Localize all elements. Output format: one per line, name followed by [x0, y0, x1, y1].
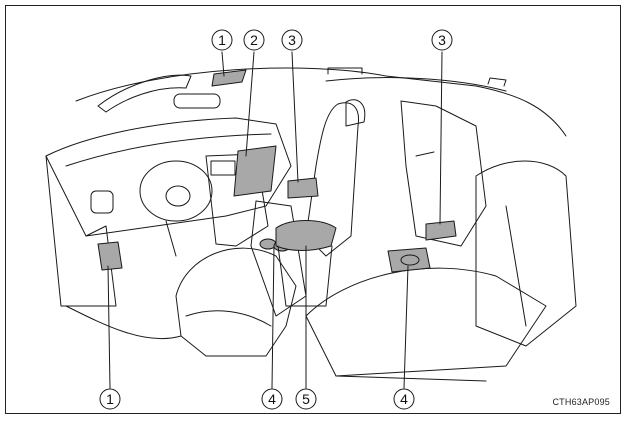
leader-1-bottom [107, 265, 111, 389]
callout-circle-1-top [211, 29, 233, 51]
floor-front [65, 305, 182, 340]
driver-seat-cushion-line [185, 310, 272, 327]
callout-label-1-bottom: 1 [106, 391, 114, 407]
diagram-frame: 1 2 3 3 1 4 5 4 CTH63AP095 [5, 5, 621, 414]
seatback-pocket-rear [425, 220, 457, 241]
console-box [275, 220, 337, 251]
rear-door-panel [400, 100, 487, 247]
callout-circle-4-left [261, 388, 283, 410]
center-display [210, 160, 236, 176]
callout-circle-1-bottom [99, 388, 121, 410]
steering-hub [165, 185, 191, 207]
callout-label-3-right: 3 [438, 32, 446, 48]
front-passenger-headrest [345, 99, 366, 127]
rear-door-handle [415, 151, 435, 157]
rear-seat-cushion [305, 267, 547, 377]
callout-label-3-center: 3 [288, 32, 296, 48]
callout-label-1-top: 1 [218, 32, 226, 48]
dashboard [45, 117, 292, 237]
callout-circle-3-right [431, 29, 453, 51]
rear-roof-rail [325, 77, 507, 92]
leader-1-top [221, 51, 225, 77]
left-vent [90, 190, 114, 214]
driver-seat-back [250, 200, 307, 317]
callout-label-5-bottom: 5 [302, 391, 310, 407]
front-driver-seat [175, 247, 297, 357]
leader-4-right [403, 265, 409, 389]
rear-view-mirror [173, 93, 221, 109]
steering-column [165, 220, 177, 257]
overhead-console [211, 69, 247, 87]
grab-handle-right [487, 77, 507, 87]
rear-seat-divider [505, 205, 527, 327]
callout-circle-2-top [243, 29, 265, 51]
callout-circle-3-center [281, 29, 303, 51]
callout-circle-5-bottom [295, 388, 317, 410]
dashboard-upper-line [65, 133, 272, 167]
figure-code: CTH63AP095 [552, 397, 610, 407]
windshield-outline [75, 67, 567, 137]
callout-label-4-left: 4 [268, 391, 276, 407]
rear-seat-back [475, 160, 577, 347]
callout-label-2-top: 2 [250, 32, 258, 48]
glove-box [233, 145, 277, 197]
leader-3-right [439, 51, 443, 225]
seatback-pocket-front [287, 177, 319, 199]
floor-rear [335, 375, 487, 382]
callout-label-4-right: 4 [400, 391, 408, 407]
rear-cup-ring [400, 254, 420, 266]
leader-2-top [245, 51, 255, 157]
car-interior-illustration: 1 2 3 3 1 4 5 4 [45, 29, 577, 410]
left-door-panel [45, 155, 117, 307]
leader-4-left [271, 245, 275, 389]
steering-wheel [139, 160, 213, 222]
sun-visor [97, 74, 192, 113]
rear-armrest-cup-holder [387, 247, 431, 273]
callout-circle-4-right [393, 388, 415, 410]
grab-handle-left [327, 67, 363, 75]
leader-3-center [291, 51, 299, 183]
door-pocket-front [97, 241, 123, 271]
